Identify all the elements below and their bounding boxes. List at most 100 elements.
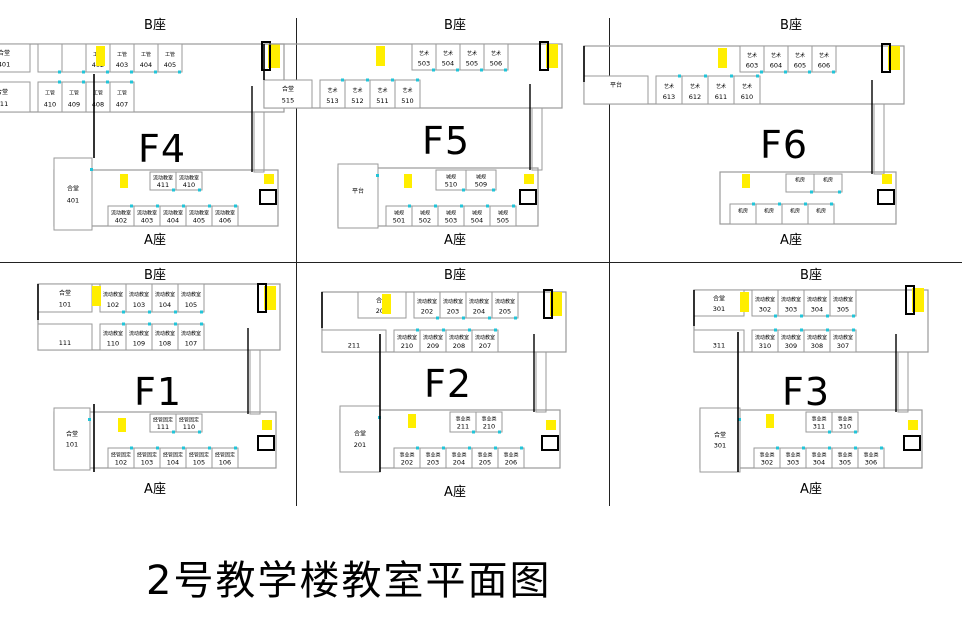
a-bottom-room-name: 事业类 [837, 451, 852, 458]
b-top-room [465, 291, 493, 319]
a-top-room-name: 事业类 [837, 415, 852, 422]
b-bottom-door [494, 328, 497, 332]
b-bottom-room [37, 81, 63, 113]
b-top-door [178, 70, 181, 74]
b-bottom-hall [321, 329, 387, 353]
b-top-room-number: 103 [133, 301, 145, 309]
a-bottom-door [182, 446, 185, 450]
b-top-room-number: 505 [466, 59, 478, 67]
b-top-room [99, 283, 127, 313]
a-bottom-room-name: 事业类 [785, 451, 800, 458]
b-top-door [200, 310, 203, 314]
elevator-a [903, 435, 921, 451]
b-bottom-room [85, 81, 111, 113]
b-top-door [832, 70, 835, 74]
b-top-door [148, 310, 151, 314]
connecting-corridor [897, 351, 909, 413]
b-top-door [826, 314, 829, 318]
b-bottom-room [655, 75, 683, 105]
elevator-b [881, 43, 891, 73]
a-top-door [498, 430, 501, 434]
a-top-room-number: 210 [483, 422, 495, 430]
seat-a-label: A座 [780, 233, 802, 248]
b-bottom-hall [583, 75, 649, 105]
a-hall-door [376, 174, 379, 177]
a-top-door [492, 188, 495, 192]
a-hall-name: 合堂 [66, 430, 78, 438]
b-top-room [125, 283, 153, 313]
a-bottom-room-name: 事业类 [399, 451, 414, 458]
b-top-door [774, 314, 777, 318]
b-bottom-room-name: 流动教室 [129, 330, 149, 337]
b-top-room-number: 202 [421, 307, 433, 315]
a-bottom-room-number: 402 [115, 216, 127, 224]
b-top-room-number: 606 [818, 61, 830, 69]
a-top-room [175, 413, 203, 433]
a-top-room-name: 事业类 [455, 415, 470, 422]
a-bottom-door [512, 204, 515, 208]
b-bottom-door [416, 78, 419, 82]
a-bottom-door [434, 204, 437, 208]
a-bottom-room-number: 304 [813, 458, 825, 466]
a-top-room-name: 经管固定 [153, 417, 173, 424]
b-top-room-number: 104 [159, 301, 171, 309]
floor-plan-drawing: 艺术503艺术504艺术505艺术506合堂515艺术513艺术512艺术511… [263, 41, 563, 229]
b-top-room-name: 流动教室 [469, 298, 489, 305]
a-bottom-door [854, 446, 857, 450]
b-bottom-room-name: 流动教室 [781, 334, 801, 341]
seat-a-label: A座 [144, 233, 166, 248]
stair-a [120, 174, 128, 188]
a-top-door [810, 190, 813, 194]
b-top-door [462, 316, 465, 320]
a-bottom-room-number: 502 [419, 216, 431, 224]
a-bottom-room-name: 事业类 [477, 451, 492, 458]
stair-b [96, 46, 105, 66]
a-hall-door [88, 418, 91, 421]
floor-label: F4 [138, 127, 187, 171]
b-bottom-room [733, 75, 761, 105]
a-bottom-room-number: 103 [141, 458, 153, 466]
b-bottom-room-number: 309 [785, 342, 797, 350]
b-bottom-room-number: 610 [741, 93, 753, 101]
b-bottom-room-name: 流动教室 [155, 330, 175, 337]
b-bottom-door [122, 322, 125, 326]
b-top-room [491, 291, 519, 319]
a-top-door [198, 188, 201, 192]
b-bottom-door [774, 328, 777, 332]
b-top-door [800, 314, 803, 318]
b-bottom-room-number: 612 [689, 93, 701, 101]
seat-b-label: B座 [444, 268, 466, 283]
b-bottom-door [442, 328, 445, 332]
a-bottom-room-number: 102 [115, 458, 127, 466]
a-bottom-door [208, 446, 211, 450]
seat-a-label: A座 [444, 485, 466, 500]
a-bottom-door [130, 204, 133, 208]
a-hall-number: 401 [67, 197, 79, 205]
b-top-hall-name: 合堂 [0, 49, 10, 57]
a-bottom-room-name: 流动教室 [111, 209, 131, 216]
seat-b-label: B座 [444, 18, 466, 33]
a-bottom-door [776, 446, 779, 450]
stair-b [376, 46, 385, 66]
b-bottom-hall-number: 211 [348, 342, 360, 350]
a-bottom-room-name: 经管固定 [189, 451, 209, 458]
b-top-room-name: 艺术 [467, 50, 477, 57]
b-bottom-room [109, 81, 135, 113]
b-bottom-room-number: 410 [44, 101, 56, 109]
a-bottom-room-number: 404 [167, 216, 179, 224]
b-top-room-name: 流动教室 [181, 291, 201, 298]
b-top-room-number: 304 [811, 305, 823, 313]
seat-b-label: B座 [144, 268, 166, 283]
a-hall-name: 合堂 [354, 430, 366, 438]
b-top-room-number: 405 [164, 61, 176, 69]
b-bottom-door [58, 80, 61, 84]
b-top-room-number: 203 [447, 307, 459, 315]
a-top-door [172, 188, 175, 192]
b-bottom-hall-number: 311 [713, 342, 725, 350]
b-bottom-door [730, 74, 733, 78]
b-bottom-room-name: 工管 [69, 90, 79, 97]
a-bottom-room-number: 504 [471, 216, 483, 224]
a-bottom-door [520, 446, 523, 450]
a-hall-number: 201 [354, 441, 366, 449]
